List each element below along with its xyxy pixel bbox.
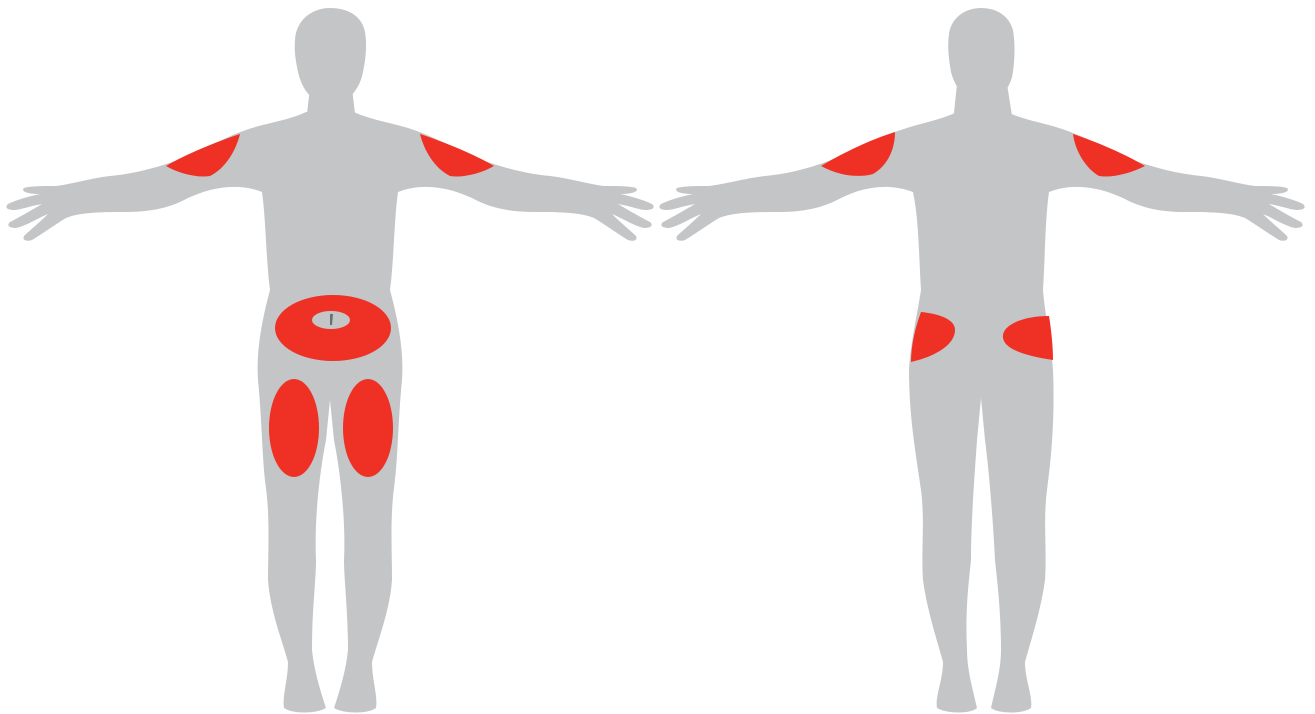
front-right-thigh-site [343,379,393,477]
front-body-figure [0,0,660,714]
front-left-thigh-site [269,379,319,477]
back-body-outline [659,112,1304,713]
front-body-outline [6,112,653,713]
back-body-silhouette [659,8,1304,713]
back-body-figure [655,0,1315,714]
